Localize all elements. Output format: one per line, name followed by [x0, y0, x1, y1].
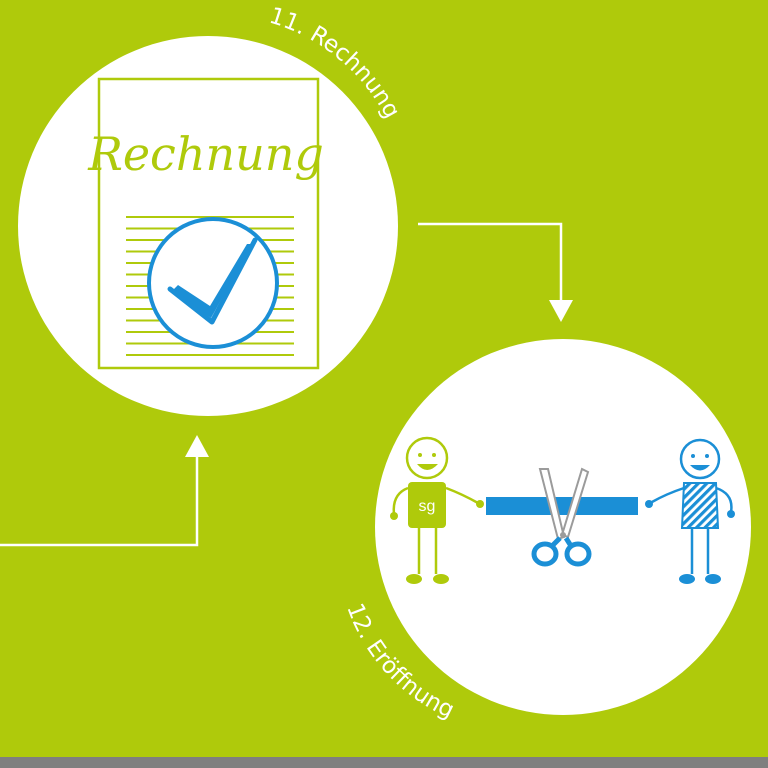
checkmark-icon [147, 217, 279, 349]
ribbon-cutting-icon: sg [390, 436, 735, 584]
shirt-initials: sg [419, 498, 436, 515]
connector-arrow-up [0, 435, 209, 547]
person-blue-icon [645, 438, 735, 584]
document-heading: Rechnung [87, 127, 324, 181]
step-12-circle [375, 339, 751, 715]
person-green-icon: sg [390, 436, 484, 584]
scissors-icon [531, 467, 592, 567]
footer-bar [0, 757, 768, 768]
ribbon [486, 497, 638, 515]
connector-arrow-down [418, 222, 573, 322]
arrow-down-icon [549, 300, 573, 322]
step-11-node: Rechnung [18, 36, 398, 416]
step-12-node: sg [375, 339, 751, 715]
arrow-up-icon [185, 435, 209, 457]
